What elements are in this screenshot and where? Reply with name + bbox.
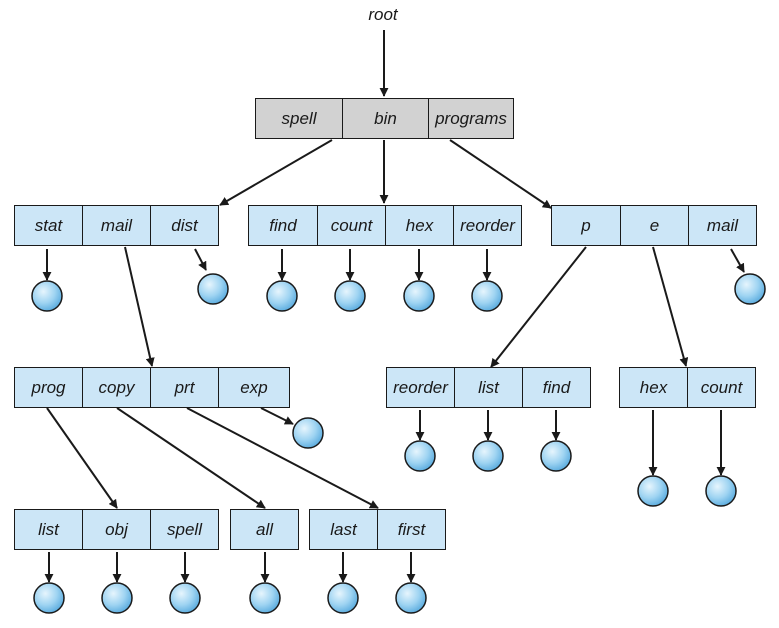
dir-b-entry-find[interactable]: find [248,205,318,246]
file-node [637,475,669,507]
file-node [705,475,737,507]
dir-d-entry-prog[interactable]: prog [14,367,83,408]
link-arrow [449,139,552,209]
file-node [249,582,281,614]
root-dir-entry-bin[interactable]: bin [342,98,429,139]
dir-d-entry-prt[interactable]: prt [150,367,219,408]
dir-e-entry-find[interactable]: find [522,367,591,408]
dir-f-entry-hex[interactable]: hex [619,367,688,408]
dir-b-entry-reorder[interactable]: reorder [453,205,522,246]
file-node [169,582,201,614]
dir-g-entry-list[interactable]: list [14,509,83,550]
root-dir-entry-programs[interactable]: programs [428,98,514,139]
file-node [403,280,435,312]
file-node [540,440,572,472]
dir-c-entry-mail[interactable]: mail [688,205,757,246]
file-node [31,280,63,312]
file-node [734,273,766,305]
dir-i-entry-last[interactable]: last [309,509,378,550]
file-node [101,582,133,614]
link-arrow [124,246,155,367]
link-arrow [116,407,266,509]
dir-a-entry-dist[interactable]: dist [150,205,219,246]
link-arrow [186,407,379,509]
root-dir-entry-spell[interactable]: spell [255,98,343,139]
dir-b-entry-hex[interactable]: hex [385,205,454,246]
link-arrow [194,248,207,271]
dir-g-entry-spell[interactable]: spell [150,509,219,550]
link-arrow [490,246,587,368]
dir-h-entry-all[interactable]: all [230,509,299,550]
file-node [33,582,65,614]
dir-e-entry-list[interactable]: list [454,367,523,408]
dir-f-entry-count[interactable]: count [687,367,756,408]
dir-d-entry-copy[interactable]: copy [82,367,151,408]
link-arrow [730,248,745,273]
link-arrow [219,139,333,206]
dir-g-entry-obj[interactable]: obj [82,509,151,550]
file-node [266,280,298,312]
dir-a-entry-mail[interactable]: mail [82,205,151,246]
dir-a-entry-stat[interactable]: stat [14,205,83,246]
dir-d-entry-exp[interactable]: exp [218,367,290,408]
dir-i-entry-first[interactable]: first [377,509,446,550]
file-node [471,280,503,312]
link-arrow [46,407,118,509]
link-arrow [260,407,294,425]
file-node [472,440,504,472]
dir-c-entry-e[interactable]: e [620,205,689,246]
file-node [327,582,359,614]
dir-e-entry-reorder[interactable]: reorder [386,367,455,408]
file-node [197,273,229,305]
file-node [292,417,324,449]
dir-c-entry-p[interactable]: p [551,205,621,246]
dir-b-entry-count[interactable]: count [317,205,386,246]
file-node [404,440,436,472]
root-label: root [368,5,398,24]
file-node [395,582,427,614]
link-arrow [652,246,689,367]
file-node [334,280,366,312]
